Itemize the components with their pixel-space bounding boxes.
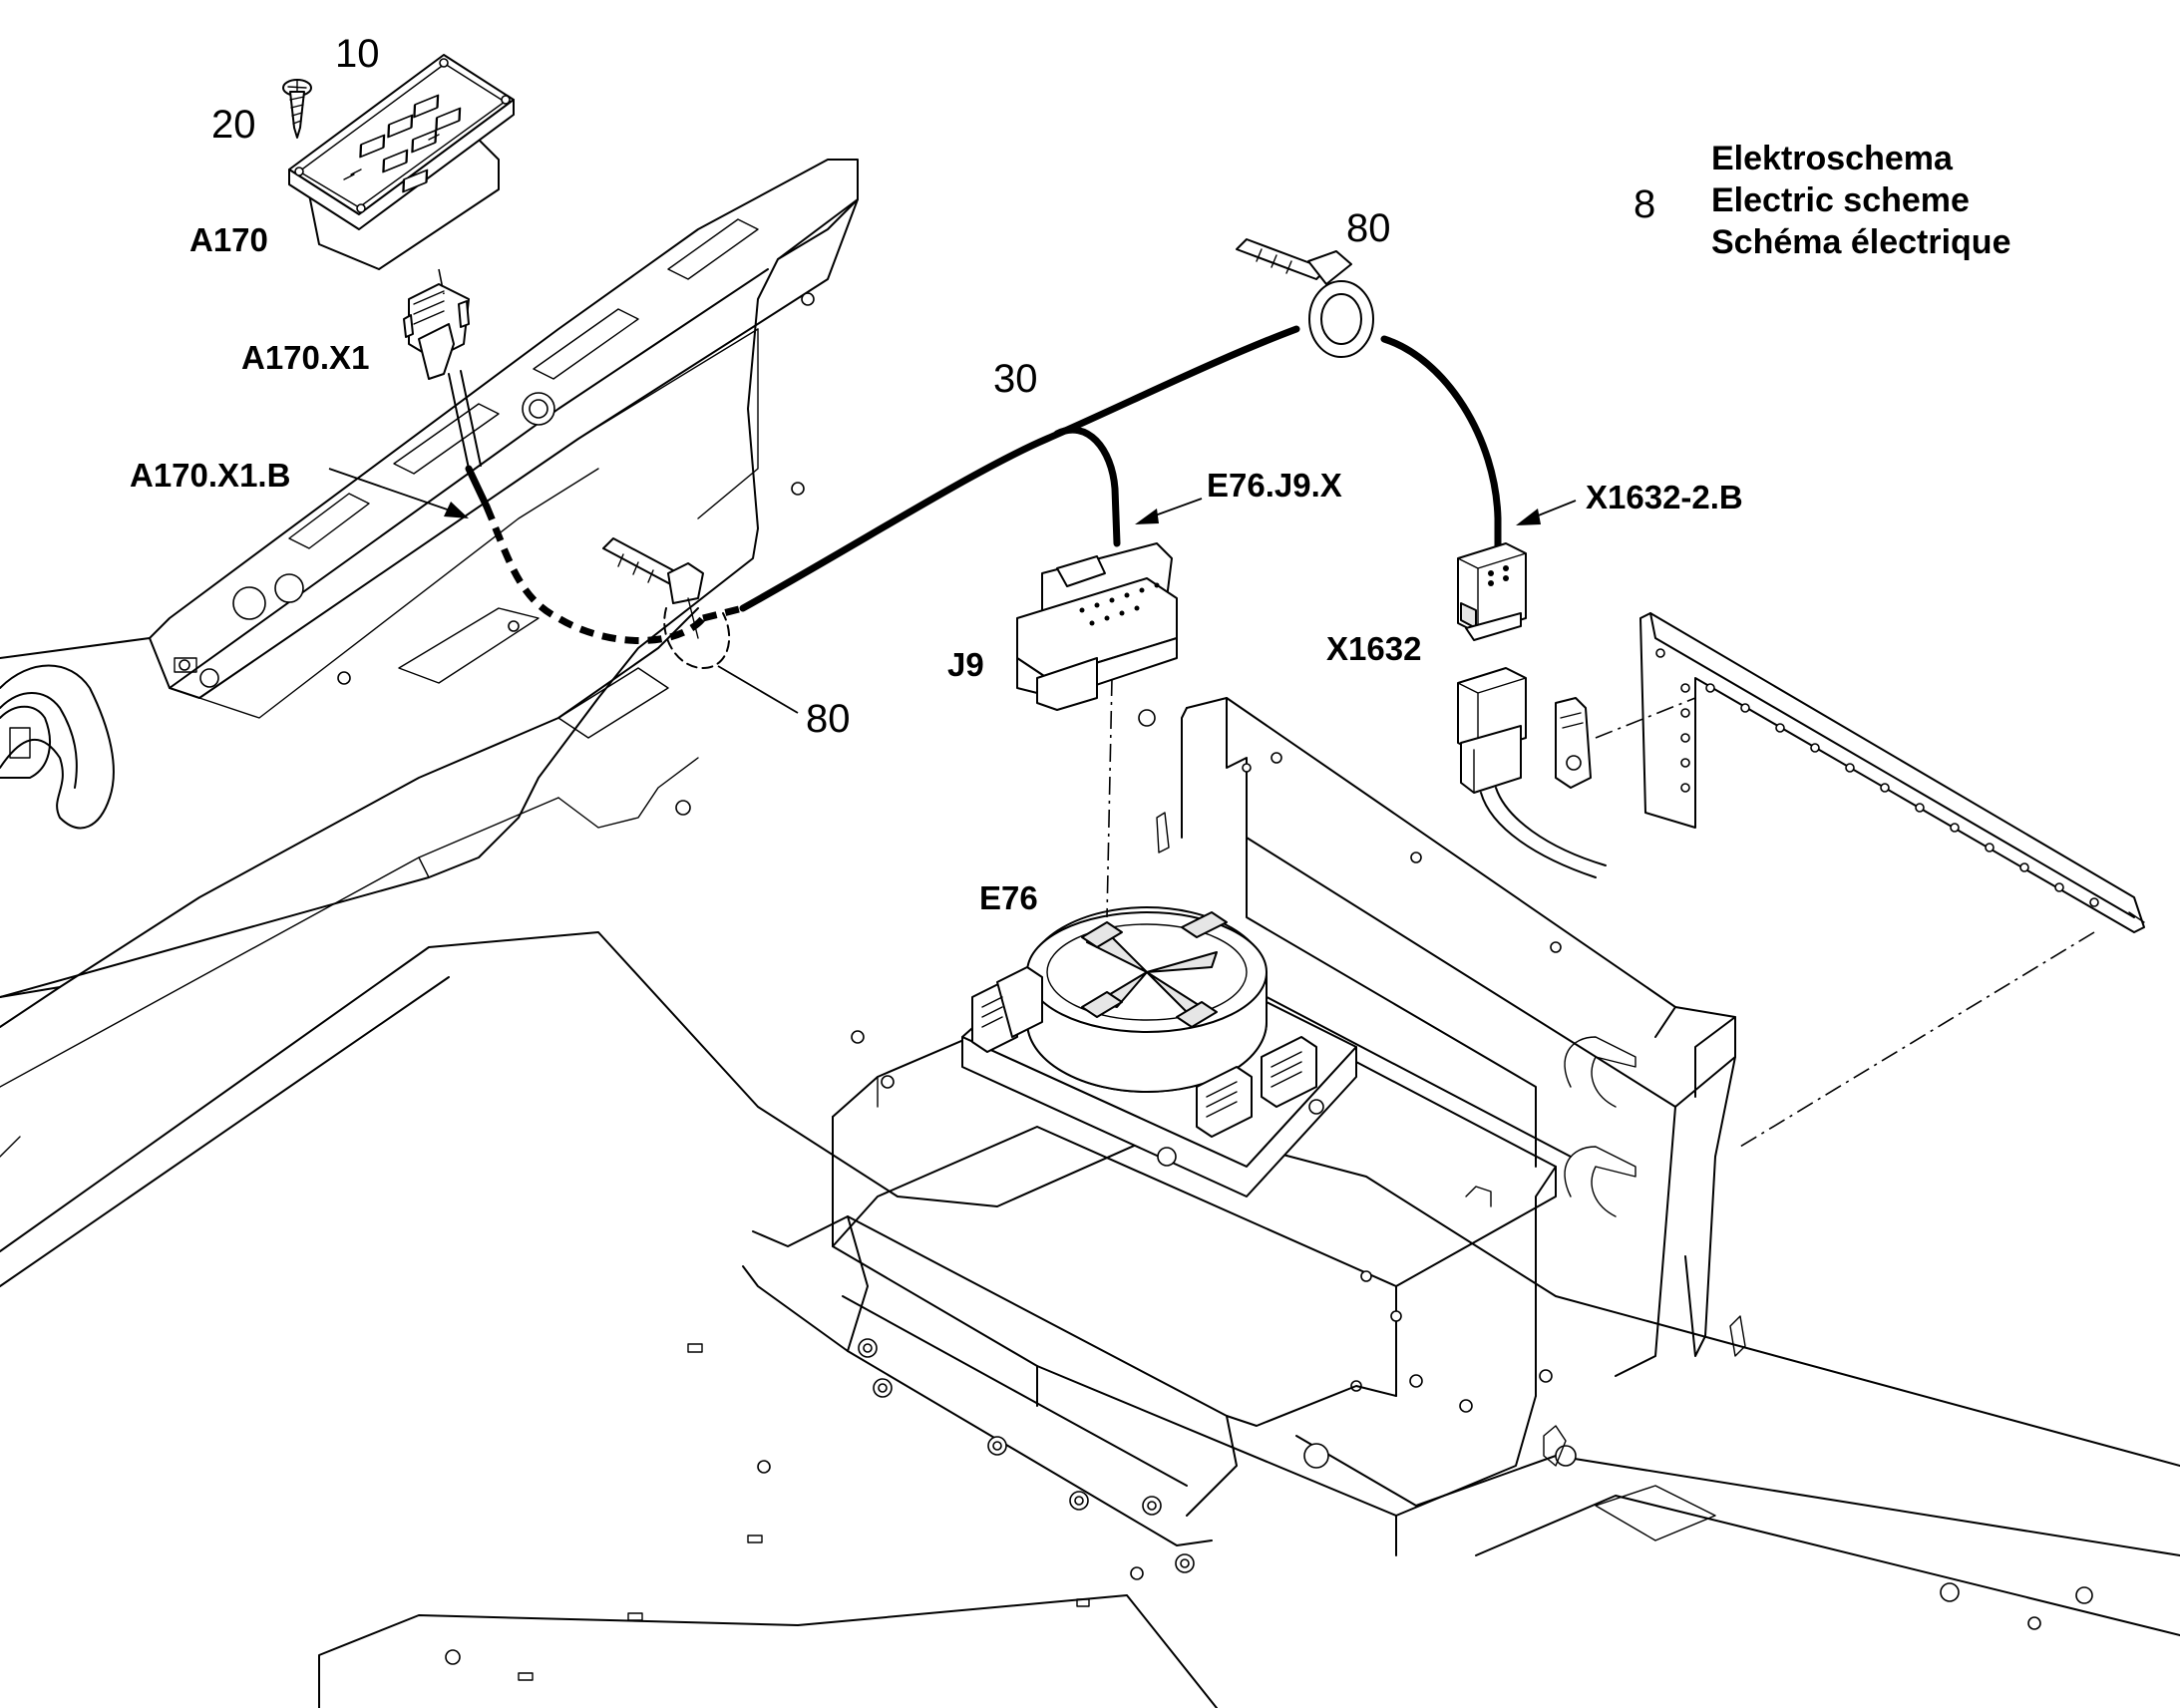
label-a170-x1: A170.X1 xyxy=(241,339,369,376)
e76-controller xyxy=(961,906,1357,1197)
cable-tie-left-item-80 xyxy=(602,537,731,669)
leader-lines xyxy=(328,468,1577,714)
label-e76-j9-x: E76.J9.X xyxy=(1207,467,1342,504)
callout-item-80-left: 80 xyxy=(806,697,851,741)
a170-switch-panel xyxy=(288,54,515,270)
callout-item-10: 10 xyxy=(335,32,380,76)
title-block: 8 Elektroschema Electric scheme Schéma é… xyxy=(1634,140,2010,261)
title-number: 8 xyxy=(1634,182,1655,226)
explode-lines xyxy=(438,268,2095,1148)
x1632-2b-plug xyxy=(1457,542,1527,641)
callout-item-80-top: 80 xyxy=(1346,206,1391,250)
cable-tie-top-item-80 xyxy=(1236,238,1374,358)
label-a170-x1-b: A170.X1.B xyxy=(130,457,290,494)
title-line-fr: Schéma électrique xyxy=(1711,223,2010,261)
label-x1632: X1632 xyxy=(1326,630,1421,667)
side-bracket-rail xyxy=(1639,612,2145,933)
floor-plate xyxy=(0,931,2180,1708)
a170-x1-connector xyxy=(403,283,482,470)
labels: 10 20 A170 A170.X1 A170.X1.B 30 80 80 E7… xyxy=(130,32,1743,916)
title-line-en: Electric scheme xyxy=(1711,181,1970,219)
label-j9: J9 xyxy=(947,646,984,683)
label-x1632-2-b: X1632-2.B xyxy=(1586,479,1743,515)
screw-item-20 xyxy=(282,79,312,139)
controller-mounting-box xyxy=(742,697,1746,1573)
j9-connector xyxy=(1016,542,1178,711)
label-a170: A170 xyxy=(189,221,268,258)
callout-item-30: 30 xyxy=(993,357,1038,401)
label-e76: E76 xyxy=(979,879,1038,916)
dash-console-frame xyxy=(0,159,859,1158)
x1632-receptacle xyxy=(1457,667,1607,878)
cable-harness-item-30 xyxy=(465,325,1502,644)
callout-item-20: 20 xyxy=(211,103,256,147)
title-line-de: Elektroschema xyxy=(1711,140,1954,177)
